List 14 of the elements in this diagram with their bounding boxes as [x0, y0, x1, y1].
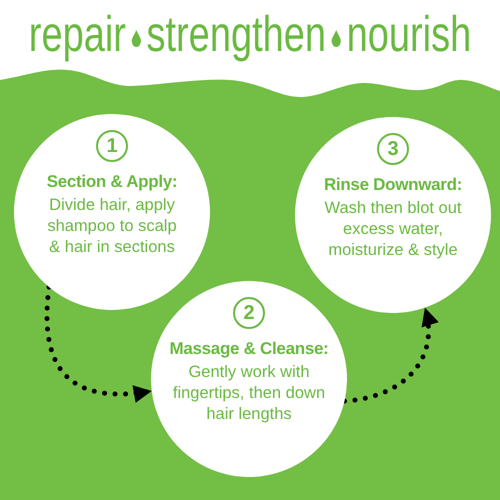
- title-word: strengthen: [146, 6, 326, 64]
- step-heading: Section & Apply:: [46, 172, 178, 192]
- dotted-arrow: [44, 284, 154, 402]
- step-description: Gently work with fingertips, then down hair lengths: [172, 362, 326, 426]
- step-number-ring: 1: [96, 130, 128, 162]
- step-number-ring: 3: [377, 133, 409, 165]
- step-description: Divide hair, apply shampoo to scalp & hair in sections: [46, 195, 178, 258]
- step-heading: Massage & Cleanse:: [169, 339, 328, 359]
- title-word: repair: [28, 6, 126, 64]
- step-heading: Rinse Downward:: [324, 175, 462, 195]
- dotted-arrow: [342, 305, 438, 404]
- step-description: Wash then blot out excess water, moisturize & style: [324, 198, 462, 262]
- step-number-ring: 2: [233, 297, 265, 329]
- title-word: nourish: [346, 6, 472, 64]
